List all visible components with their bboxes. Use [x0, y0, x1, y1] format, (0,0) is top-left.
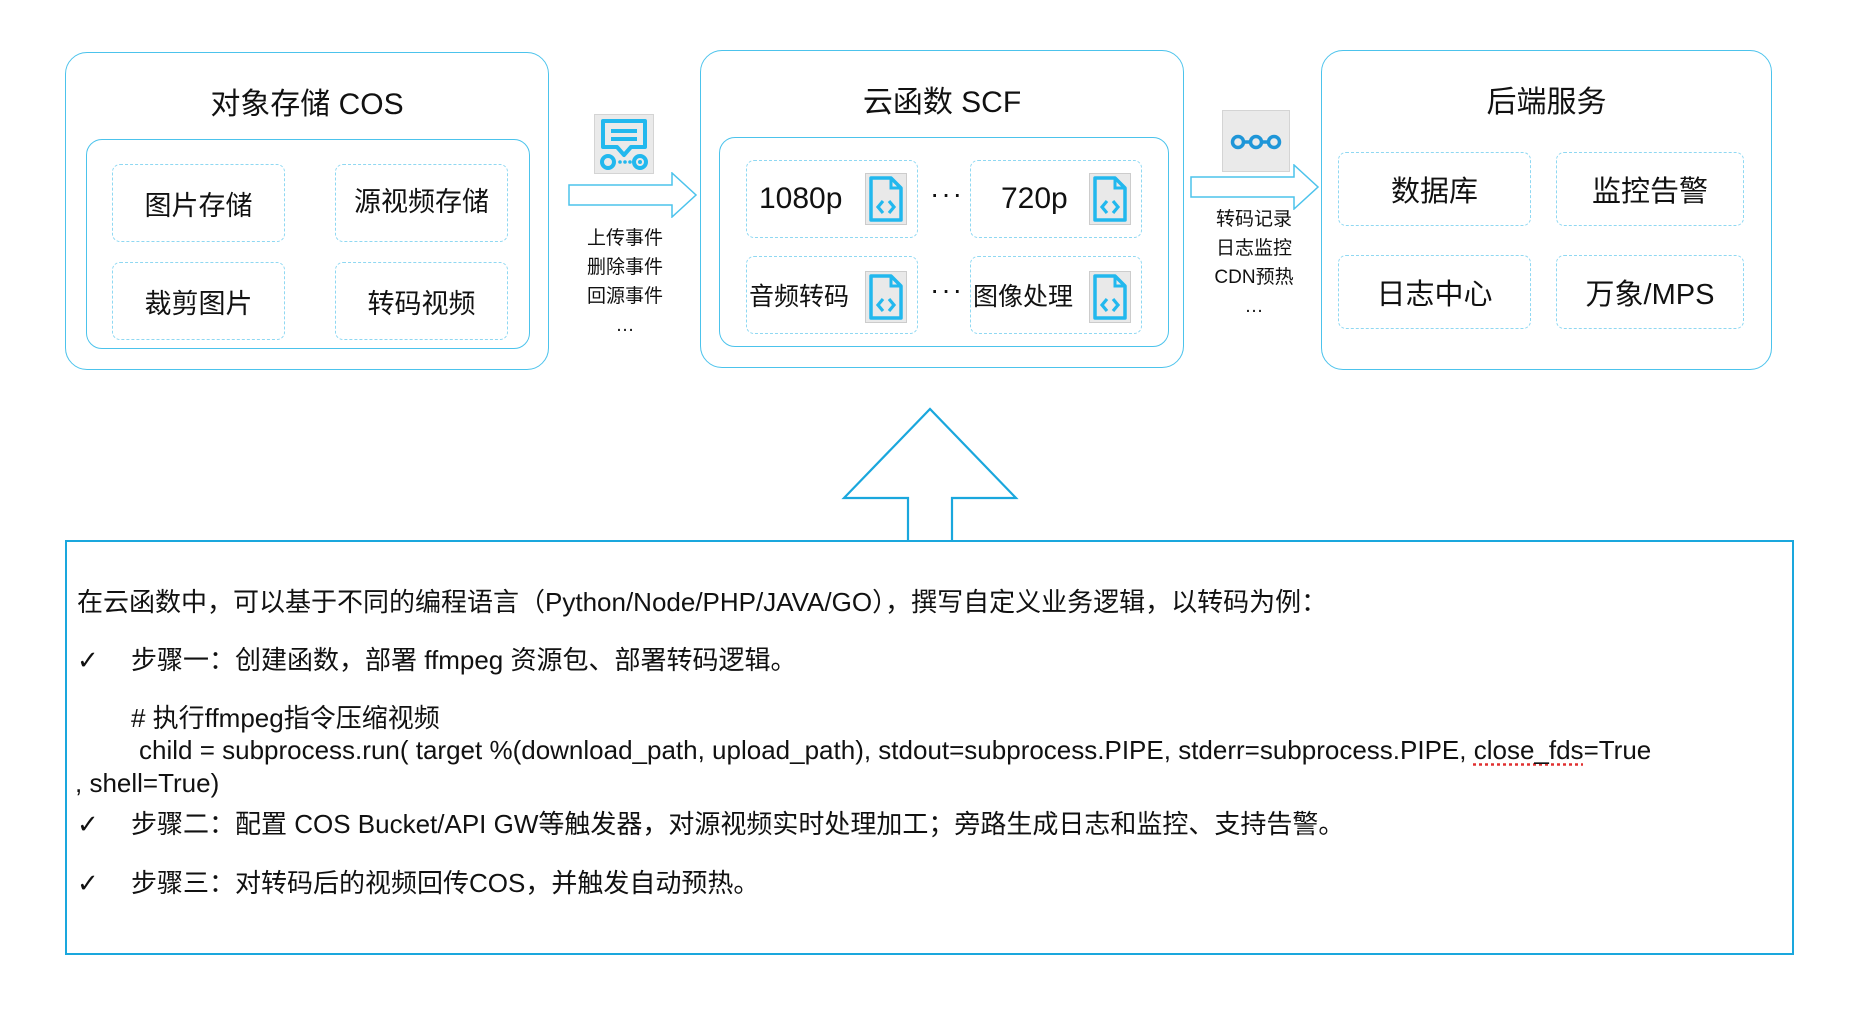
step-two: ✓ 步骤二：配置 COS Bucket/API GW等触发器，对源视频实时处理加工…: [77, 804, 1344, 841]
cos-item-image-storage: 图片存储: [112, 164, 285, 242]
cos-item-cropped-image: 裁剪图片: [112, 262, 285, 340]
function-label: 720p: [1001, 182, 1068, 215]
backend-panel: 后端服务 数据库 监控告警 日志中心 万象/MPS: [1321, 50, 1772, 370]
backend-title: 后端服务: [1486, 86, 1607, 119]
ellipsis: ···: [930, 178, 964, 209]
arrow-right-output: [1190, 164, 1320, 210]
cell-label: 源视频存储: [354, 186, 489, 217]
cell-label: 万象/MPS: [1585, 279, 1715, 311]
step-two-text: 步骤二：配置 COS Bucket/API GW等触发器，对源视频实时处理加工；…: [131, 809, 1345, 839]
output-label-cdn-prewarm: CDN预热: [1214, 267, 1294, 288]
check-icon: ✓: [77, 809, 99, 839]
cell-label: 监控告警: [1591, 176, 1708, 208]
code-text-end: =True: [1583, 735, 1652, 765]
cell-label: 图片存储: [144, 190, 253, 221]
arrow-up: [841, 407, 1019, 542]
function-label: 1080p: [759, 182, 843, 215]
trigger-label-delete: 删除事件: [586, 257, 663, 278]
step-three-text: 步骤三：对转码后的视频回传COS，并触发自动预热。: [131, 868, 760, 898]
ellipsis: ···: [930, 274, 964, 305]
cos-inner-group: 图片存储 源视频存储 裁剪图片 转码视频: [86, 139, 530, 349]
function-label: 图像处理: [973, 283, 1074, 311]
backend-item-monitor-alert: 监控告警: [1556, 152, 1744, 226]
cos-panel: 对象存储 COS 图片存储 源视频存储 裁剪图片 转码视频: [65, 52, 549, 370]
cell-label: 裁剪图片: [144, 288, 253, 319]
cell-label: 数据库: [1390, 176, 1478, 208]
cos-item-source-video-storage: 源视频存储: [335, 164, 508, 242]
flow-nodes-icon: [1222, 110, 1290, 172]
code-file-icon: [1089, 173, 1131, 225]
scf-inner-group: 1080p ··· 720p 音频转码 ··· 图像处理: [719, 137, 1169, 347]
description-box: 在云函数中，可以基于不同的编程语言（Python/Node/PHP/JAVA/G…: [65, 540, 1794, 955]
check-icon: ✓: [77, 868, 99, 898]
trigger-label-origin: 回源事件: [586, 286, 663, 307]
trigger-event-labels: 上传事件 删除事件 回源事件 …: [570, 224, 680, 340]
scf-function-audio-transcode: 音频转码: [746, 256, 918, 334]
message-trigger-icon: [594, 114, 654, 174]
scf-function-image-process: 图像处理: [970, 256, 1142, 334]
scf-title: 云函数 SCF: [862, 86, 1022, 119]
trigger-label-upload: 上传事件: [586, 228, 663, 249]
cell-label: 日志中心: [1376, 279, 1493, 311]
backend-item-log-center: 日志中心: [1338, 255, 1531, 329]
function-label: 音频转码: [749, 283, 850, 311]
output-label-transcode-record: 转码记录: [1215, 209, 1292, 230]
step-three: ✓ 步骤三：对转码后的视频回传COS，并触发自动预热。: [77, 863, 759, 900]
step-one: ✓ 步骤一：创建函数，部署 ffmpeg 资源包、部署转码逻辑。: [77, 640, 796, 677]
scf-function-1080p: 1080p: [746, 160, 918, 238]
backend-item-ci-mps: 万象/MPS: [1556, 255, 1744, 329]
code-line: child = subprocess.run( target %(downloa…: [139, 735, 1651, 766]
code-comment: # 执行ffmpeg指令压缩视频: [131, 703, 440, 733]
scf-panel: 云函数 SCF 1080p ··· 720p 音频转码 ··· 图像处理: [700, 50, 1184, 368]
output-label-more: …: [1244, 296, 1264, 317]
code-line-continued: , shell=True): [75, 768, 220, 798]
intro-text: 在云函数中，可以基于不同的编程语言（Python/Node/PHP/JAVA/G…: [77, 587, 1328, 617]
arrow-right-trigger: [568, 172, 698, 218]
spellcheck-flagged-word: close_fds: [1473, 735, 1584, 765]
output-label-log-monitor: 日志监控: [1215, 238, 1292, 259]
scf-function-720p: 720p: [970, 160, 1142, 238]
code-file-icon: [865, 271, 907, 323]
output-labels: 转码记录 日志监控 CDN预热 …: [1199, 205, 1309, 321]
code-text: child = subprocess.run( target %(downloa…: [139, 735, 1474, 765]
trigger-label-more: …: [615, 315, 635, 336]
cos-title: 对象存储 COS: [210, 88, 404, 121]
code-file-icon: [865, 173, 907, 225]
code-file-icon: [1089, 271, 1131, 323]
check-icon: ✓: [77, 645, 99, 675]
backend-item-database: 数据库: [1338, 152, 1531, 226]
step-one-text: 步骤一：创建函数，部署 ffmpeg 资源包、部署转码逻辑。: [131, 645, 797, 675]
cos-item-transcoded-video: 转码视频: [335, 262, 508, 340]
cell-label: 转码视频: [367, 288, 476, 319]
